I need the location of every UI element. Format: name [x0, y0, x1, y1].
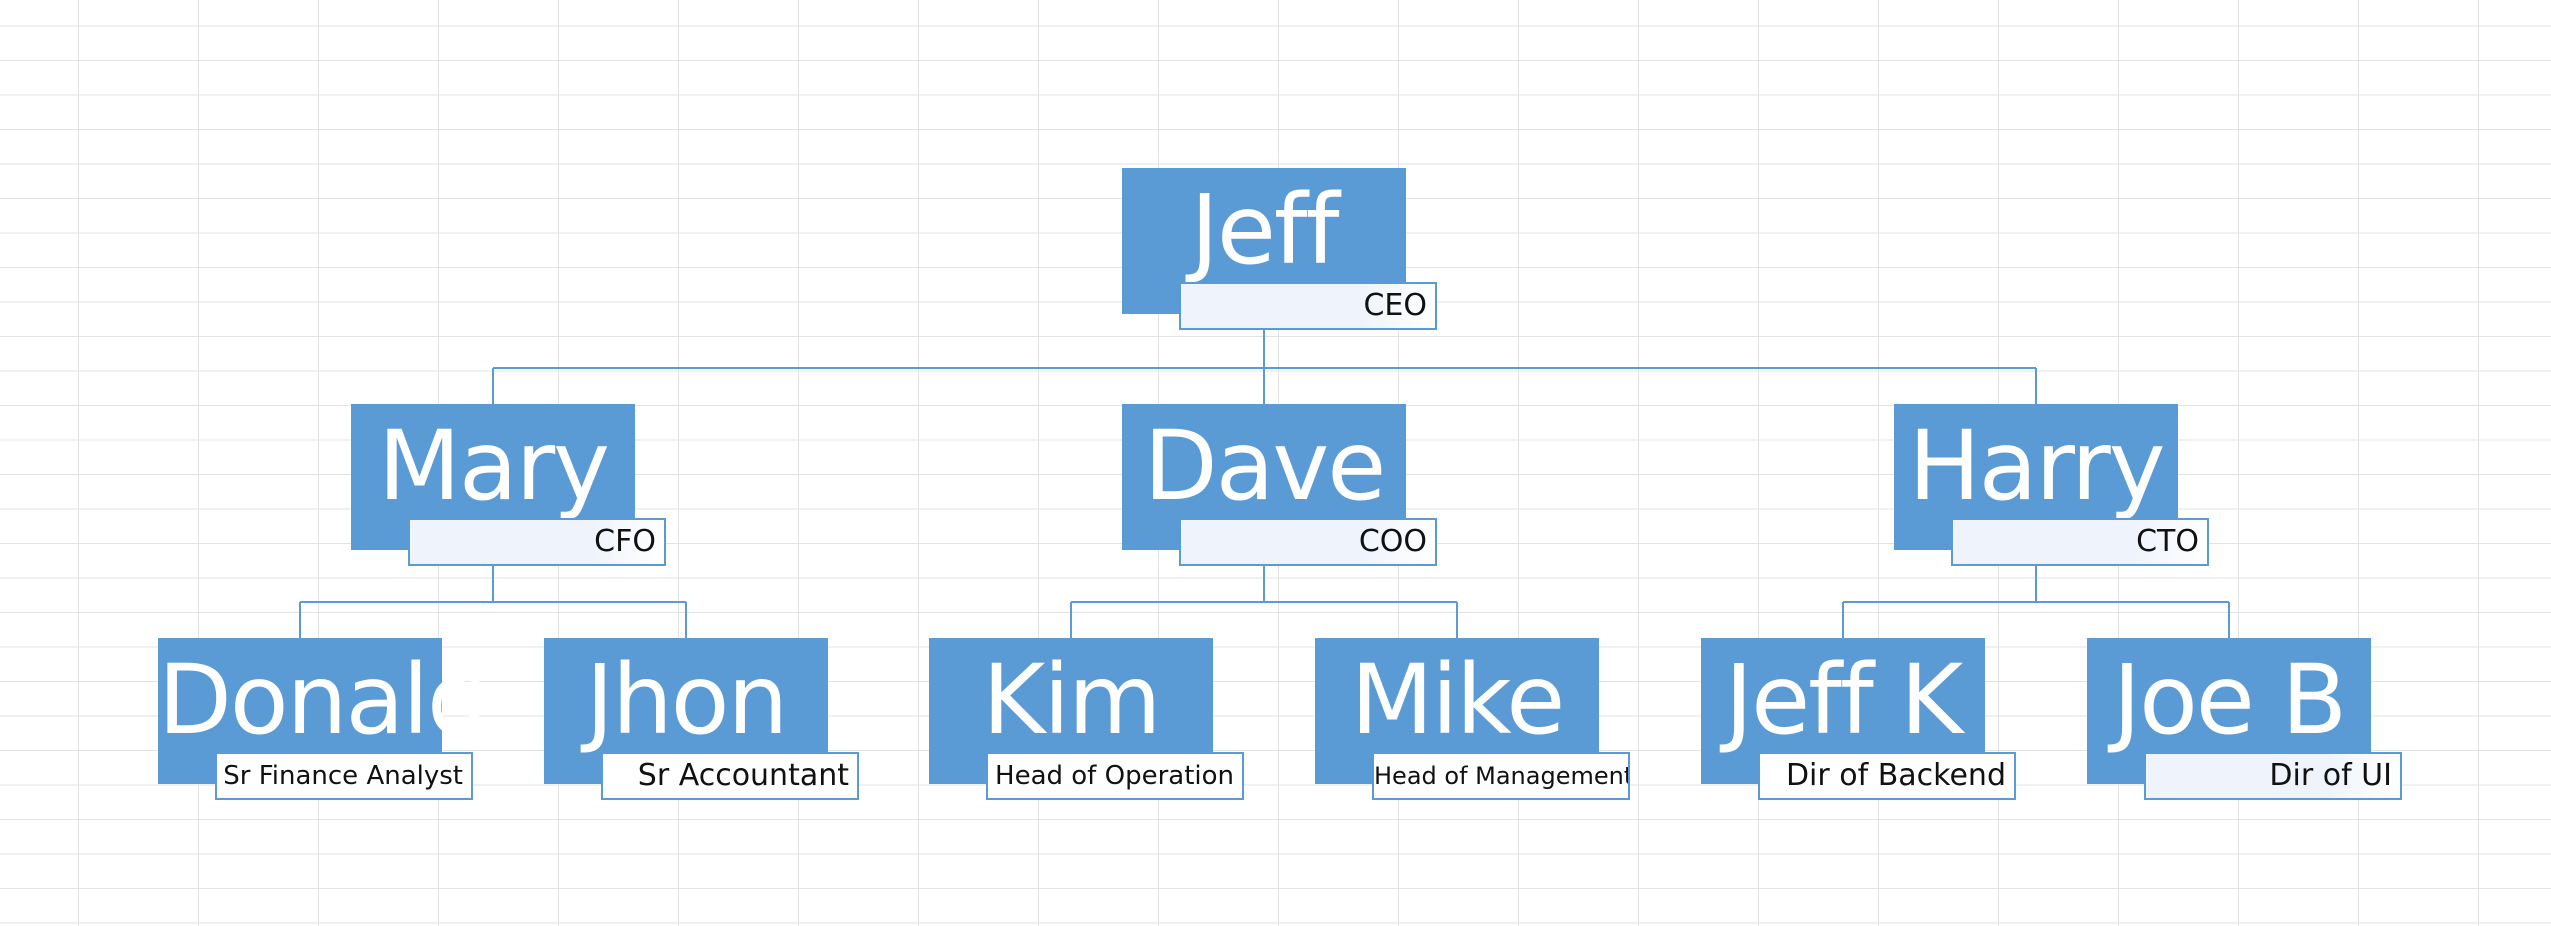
node-role[interactable]: Dir of Backend: [1758, 752, 2016, 800]
node-role[interactable]: CFO: [408, 518, 666, 566]
node-role[interactable]: Head of Operation: [986, 752, 1244, 800]
node-role[interactable]: Head of Management: [1372, 752, 1630, 800]
node-role[interactable]: CEO: [1179, 282, 1437, 330]
node-role[interactable]: Sr Finance Analyst: [215, 752, 473, 800]
node-name[interactable]: Joe B: [2087, 638, 2371, 784]
node-role[interactable]: Dir of UI: [2144, 752, 2402, 800]
node-name[interactable]: Kim: [929, 638, 1213, 784]
node-role[interactable]: CTO: [1951, 518, 2209, 566]
node-role[interactable]: COO: [1179, 518, 1437, 566]
node-role[interactable]: Sr Accountant: [601, 752, 859, 800]
